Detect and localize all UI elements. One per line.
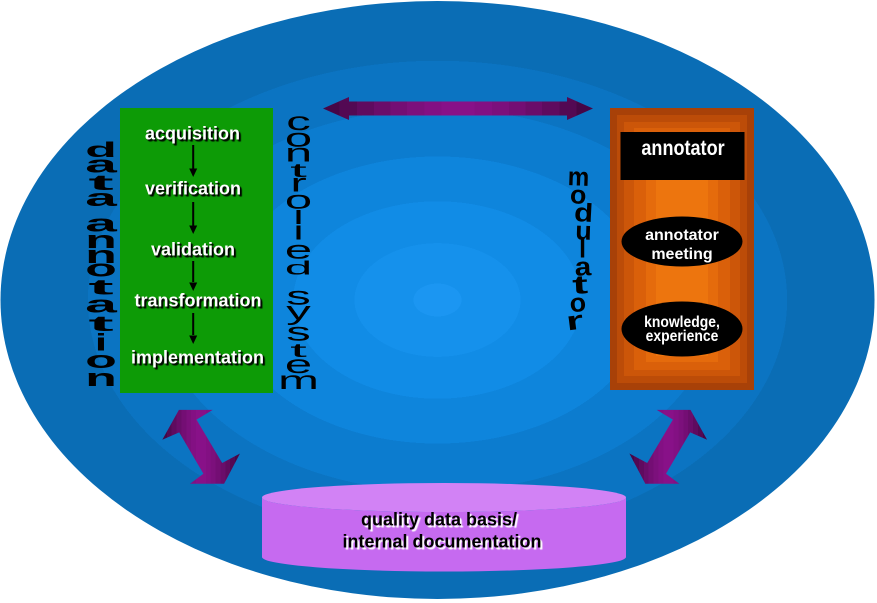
svg-text:o: o (569, 179, 587, 209)
svg-text:t: t (88, 171, 113, 194)
svg-text:m: m (278, 366, 319, 395)
svg-text:e: e (285, 350, 312, 379)
svg-text:e: e (285, 235, 312, 264)
svg-text:t: t (290, 160, 307, 182)
svg-text:o: o (85, 347, 117, 374)
svg-text:a: a (85, 292, 118, 318)
svg-text:y: y (286, 296, 311, 325)
svg-text:o: o (85, 255, 117, 282)
svg-text:n: n (85, 242, 117, 269)
svg-text:l: l (293, 207, 303, 229)
svg-text:t: t (88, 276, 113, 299)
svg-text:a: a (85, 152, 118, 178)
svg-text:i: i (95, 330, 107, 356)
svg-text:d: d (573, 198, 594, 228)
svg-text:c: c (286, 107, 310, 136)
svg-text:d: d (85, 138, 117, 161)
svg-text:r: r (564, 305, 585, 336)
svg-text:n: n (285, 138, 312, 167)
svg-text:s: s (286, 317, 310, 346)
svg-text:n: n (85, 227, 117, 254)
svg-text:a: a (85, 211, 118, 237)
svg-text:o: o (285, 123, 312, 152)
svg-text:l: l (293, 222, 303, 244)
svg-text:s: s (286, 281, 310, 310)
svg-text:t: t (88, 312, 113, 335)
svg-text:u: u (575, 216, 593, 246)
svg-text:t: t (290, 340, 307, 362)
svg-text:n: n (85, 365, 117, 392)
svg-text:l: l (579, 235, 586, 264)
svg-text:m: m (567, 162, 589, 192)
svg-text:o: o (568, 287, 587, 318)
svg-text:a: a (574, 252, 592, 281)
svg-text:a: a (85, 185, 118, 211)
svg-text:d: d (285, 257, 312, 279)
svg-text:t: t (572, 270, 590, 300)
svg-text:o: o (285, 185, 312, 214)
svg-text:r: r (290, 168, 306, 197)
